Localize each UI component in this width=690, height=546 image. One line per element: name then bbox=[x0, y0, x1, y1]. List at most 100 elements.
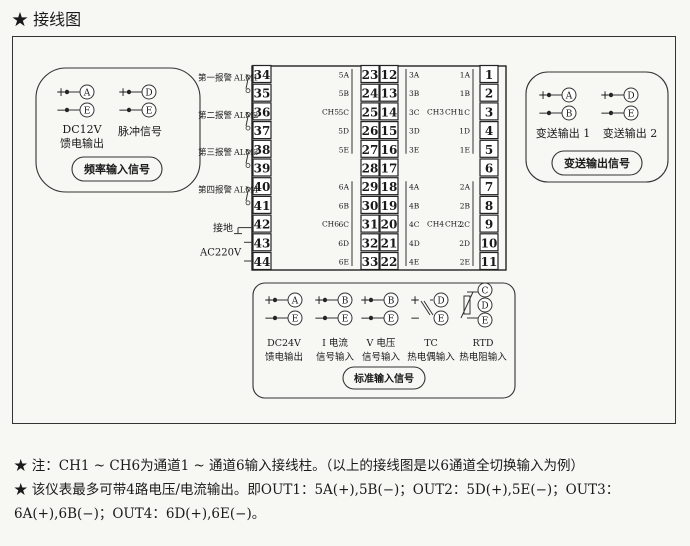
terminal-14: 14 bbox=[381, 105, 398, 119]
dc24v-label-line1: DC24V bbox=[267, 338, 301, 349]
rtd-pin-d-ring bbox=[477, 297, 493, 313]
alarm-label-3: 第三报警 bbox=[198, 147, 233, 158]
terminal-36: 36 bbox=[254, 105, 271, 119]
terminal-40: 40 bbox=[254, 180, 271, 194]
rtd-pin-c-label: C bbox=[482, 287, 489, 297]
tc-label-line1: TC bbox=[424, 338, 438, 349]
out1-label: 变送输出 1 bbox=[536, 126, 591, 140]
terminal-27: 27 bbox=[362, 143, 379, 157]
ac-label: AC220V bbox=[199, 248, 242, 259]
tc-label-line2: 热电偶输入 bbox=[407, 351, 455, 363]
transmit-caption: 变送输出信号 bbox=[564, 156, 630, 170]
terminal-34-box bbox=[252, 64, 272, 84]
terminal-9: 9 bbox=[485, 218, 493, 232]
terminal-24: 24 bbox=[362, 87, 379, 101]
page-title: ★ 接线图 bbox=[12, 10, 82, 29]
terminal-10-box bbox=[479, 233, 499, 252]
alm-contact-2-b bbox=[245, 125, 251, 131]
ch6-pin-6B: 6B bbox=[339, 201, 350, 210]
terminal-44: 44 bbox=[254, 255, 271, 269]
dc24v-pair-pin-1-label: A bbox=[291, 297, 299, 307]
terminal-19: 19 bbox=[381, 199, 398, 213]
ch1-pin-1E: 1E bbox=[460, 145, 470, 154]
terminal-5: 5 bbox=[485, 143, 493, 157]
tc-minus: − bbox=[410, 311, 420, 325]
current-pair-minus: − bbox=[314, 311, 324, 325]
out1-pair-plus: + bbox=[538, 88, 548, 102]
ch4-pin-4E: 4E bbox=[409, 258, 419, 267]
terminal-10: 10 bbox=[481, 236, 498, 250]
terminal-43-box bbox=[252, 233, 272, 252]
terminal-8-box bbox=[479, 195, 499, 214]
terminal-39-box bbox=[252, 158, 272, 177]
dc12v-pair-pin-2-ring bbox=[79, 102, 95, 118]
terminal-16: 16 bbox=[381, 143, 398, 157]
ch2-pin-2E: 2E bbox=[460, 258, 470, 267]
terminal-37-box bbox=[252, 120, 272, 140]
dc24v-label-line2: 馈电输出 bbox=[265, 351, 303, 363]
pulse-pair-pin-2-label: E bbox=[146, 107, 153, 117]
ch4-pin-4B: 4B bbox=[409, 201, 420, 210]
terminal-12: 12 bbox=[381, 68, 398, 82]
terminal-39: 39 bbox=[254, 162, 271, 176]
ch2-pin-2A: 2A bbox=[460, 183, 471, 192]
terminal-6-box bbox=[479, 158, 499, 177]
out2-pair-pin-2-label: E bbox=[628, 110, 635, 120]
terminal-3-box bbox=[479, 102, 499, 121]
dc24v-pair-plus: + bbox=[264, 293, 274, 307]
current-pair-plus: + bbox=[314, 293, 324, 307]
terminal-30-box bbox=[360, 195, 380, 214]
terminal-23: 23 bbox=[362, 68, 379, 82]
ch6-pin-6D: 6D bbox=[338, 239, 349, 248]
ch4-pin-4A: 4A bbox=[409, 183, 420, 192]
transmit-output-panel bbox=[525, 71, 669, 183]
terminal-40-box bbox=[252, 177, 272, 196]
ch4-name: CH4 bbox=[427, 220, 444, 229]
dc24v-pair-pin-2-ring bbox=[287, 310, 303, 326]
tc-plus: + bbox=[410, 293, 420, 307]
tc-pin-e-ring bbox=[433, 310, 449, 326]
alm-label-4: ALM4 bbox=[233, 186, 258, 195]
pulse-label: 脉冲信号 bbox=[118, 124, 162, 138]
terminal-16-box bbox=[379, 139, 399, 158]
terminal-38-box bbox=[252, 139, 272, 158]
terminal-20-box bbox=[379, 214, 399, 233]
terminal-20: 20 bbox=[381, 218, 398, 232]
terminal-5-box bbox=[479, 139, 499, 158]
terminal-27-box bbox=[360, 139, 380, 158]
ch3-pin-3B: 3B bbox=[409, 89, 420, 98]
ch4-pin-4D: 4D bbox=[409, 239, 420, 248]
dc12v-label-line2: 馈电输出 bbox=[60, 136, 104, 150]
tc-pin-d-ring bbox=[433, 292, 449, 308]
terminal-4-box bbox=[479, 120, 499, 140]
voltage-pair-pin-1-ring bbox=[383, 292, 399, 308]
terminal-13: 13 bbox=[381, 87, 398, 101]
terminal-22: 22 bbox=[381, 255, 398, 269]
ground-label: 接地 bbox=[213, 222, 233, 235]
rtd-label-line1: RTD bbox=[473, 338, 494, 349]
terminal-25-box bbox=[360, 102, 380, 121]
out2-label: 变送输出 2 bbox=[603, 126, 658, 140]
terminal-3: 3 bbox=[485, 105, 493, 119]
current-label-line2: 信号输入 bbox=[316, 351, 355, 363]
terminal-14-box bbox=[379, 102, 399, 121]
terminal-4: 4 bbox=[485, 124, 493, 138]
out2-pair-pin-2-ring bbox=[623, 105, 639, 121]
alm-switch-4 bbox=[245, 191, 249, 202]
tc-pin-d-label: D bbox=[437, 297, 444, 307]
dc24v-pair-pin-1-ring bbox=[287, 292, 303, 308]
rtd-pin-d-label: D bbox=[481, 302, 488, 312]
ch6-pin-6A: 6A bbox=[339, 183, 350, 192]
dc12v-pair-pin-2-label: E bbox=[84, 107, 91, 117]
terminal-42: 42 bbox=[254, 218, 271, 232]
out1-pair-minus: − bbox=[538, 106, 548, 120]
dc12v-pair-minus: − bbox=[56, 103, 66, 117]
standard-caption-box bbox=[342, 366, 426, 390]
ch5-pin-5D: 5D bbox=[338, 127, 349, 136]
voltage-pair-minus: − bbox=[360, 311, 370, 325]
ch4-pin-4C: 4C bbox=[409, 220, 420, 229]
alm-label-2: ALM2 bbox=[233, 111, 258, 120]
ch6-pin-6E: 6E bbox=[339, 258, 349, 267]
ch2-pin-2D: 2D bbox=[459, 239, 470, 248]
